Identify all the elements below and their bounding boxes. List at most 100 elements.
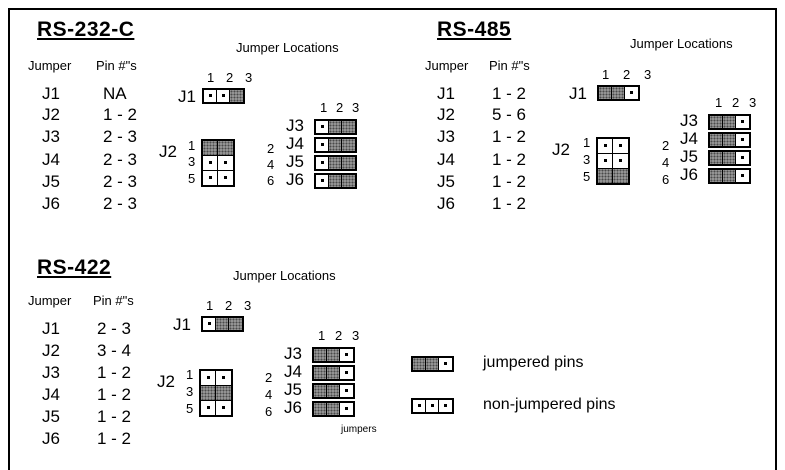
pin-number: 6 [662,172,670,187]
j6-jumper-block [708,168,751,184]
table-cell-pins: 5 - 6 [492,105,527,124]
open-pin [736,152,749,164]
jumpered-pin [314,367,327,379]
table-cell-pins: 1 - 2 [492,172,527,191]
pin-dot [222,406,225,409]
jumpered-pin [230,90,243,102]
jumpered-pin [314,403,327,415]
pin-number: 2 [335,328,343,343]
jumpers-caption: jumpers [341,424,377,435]
jumpered-pin [201,386,216,400]
table-cell-pins: 1 - 2 [492,194,527,213]
table-cell-jumper: J5 [42,407,60,426]
table-cell-pins: 1 - 2 [492,84,527,103]
table-cell-jumper: J1 [42,319,60,338]
pin-dot [619,144,622,147]
open-pin [340,367,353,379]
stack-label-j4: J4 [286,134,304,153]
open-pin [439,400,452,412]
legend-jumpered-label: jumpered pins [483,354,584,371]
pin-row [201,385,231,400]
table-cell-jumper: J2 [42,341,60,360]
stack-label-j4: J4 [680,129,698,148]
jumpered-pin [710,152,723,164]
pin-number: 2 [226,70,234,85]
open-pin [736,116,749,128]
stack-label-j6: J6 [286,170,304,189]
stack-label-j3: J3 [286,116,304,135]
open-pin [316,157,329,169]
jumpered-pin [327,403,340,415]
pin-number: 2 [623,67,631,82]
pin-number: 3 [244,298,252,313]
open-pin [316,121,329,133]
pin-number: 6 [267,173,275,188]
jumpered-pin [710,170,723,182]
j1-jumper-block [202,88,245,104]
pin-dot [224,161,227,164]
col-header-jumper: Jumper [28,293,72,308]
pin-number: 1 [186,367,194,382]
pin-dot [321,125,324,128]
j1-label: J1 [178,87,196,106]
pin-dot [444,404,447,407]
pin-number: 1 [583,135,591,150]
j5-jumper-block [708,150,751,166]
jumpered-pin [342,139,355,151]
jumpered-pin [710,134,723,146]
pin-number: 1 [715,95,723,110]
diagram-frame [8,8,777,470]
table-cell-jumper: J6 [42,194,60,213]
jumpered-pin [342,175,355,187]
open-pin [203,171,218,185]
pin-dot [418,404,421,407]
pin-row [203,155,233,170]
stack-label-j3: J3 [680,111,698,130]
open-pin [426,400,439,412]
open-pin [340,403,353,415]
open-pin [216,401,231,415]
pin-number: 2 [265,370,273,385]
jumpered-pin [413,358,426,370]
jumpered-pin [710,116,723,128]
pin-dot [222,94,225,97]
j3-jumper-block [312,347,355,363]
open-pin [413,400,426,412]
table-cell-pins: NA [103,84,127,103]
j2-jumper-block [199,369,233,417]
pin-dot [321,161,324,164]
pin-number: 3 [352,100,360,115]
j4-jumper-block [708,132,751,148]
jumpered-pin [203,141,218,155]
j4-jumper-block [312,365,355,381]
table-cell-jumper: J1 [42,84,60,103]
pin-dot [321,143,324,146]
table-cell-pins: 1 - 2 [97,429,132,448]
open-pin [340,385,353,397]
jumpered-pin [329,175,342,187]
pin-number: 1 [320,100,328,115]
j2-label: J2 [159,142,177,161]
legend-jumpered-swatch [411,356,454,372]
open-pin [201,371,216,385]
table-cell-jumper: J3 [42,127,60,146]
section-title: RS-232-C [37,18,135,41]
jumpered-pin [723,134,736,146]
table-cell-jumper: J5 [437,172,455,191]
table-cell-jumper: J3 [437,127,455,146]
pin-dot [741,156,744,159]
open-pin [204,90,217,102]
open-pin [736,134,749,146]
jumper-locations-heading: Jumper Locations [630,36,733,51]
pin-number: 2 [662,138,670,153]
j2-jumper-block [596,137,630,185]
open-pin [316,139,329,151]
col-header-jumper: Jumper [425,58,469,73]
j4-jumper-block [314,137,357,153]
pin-number: 3 [186,384,194,399]
j5-jumper-block [312,383,355,399]
open-pin [203,318,216,330]
jumpered-pin [598,169,613,183]
j1-jumper-block [201,316,244,332]
pin-dot [604,144,607,147]
